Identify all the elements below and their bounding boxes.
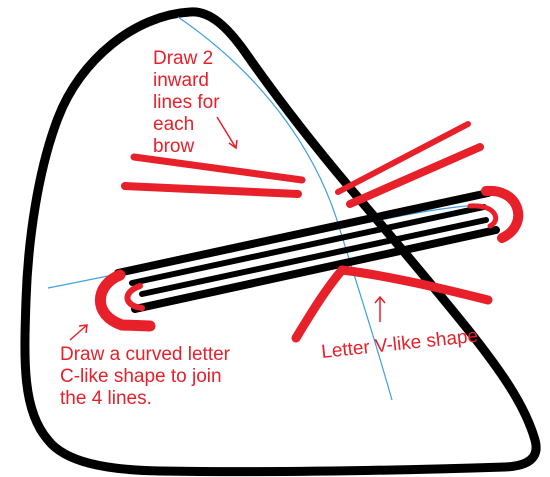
c-shape-note-line-1: Draw a curved letter [60, 344, 231, 365]
left-brow-line-top [130, 153, 306, 184]
visor-line-4 [131, 226, 500, 313]
c-shape-note-line-2: C-like shape to join [60, 366, 222, 387]
visor-lines [114, 189, 500, 313]
left-c-shape-inner [124, 283, 145, 311]
brow-note-line-3: lines for [153, 92, 220, 113]
visor-line-2 [129, 204, 487, 286]
v-shape-note: Letter V-like shape [320, 326, 479, 363]
left-brow [121, 153, 306, 198]
right-brow [335, 121, 484, 208]
left-c-shape-outer [94, 269, 156, 332]
brow-note-line-5: brow [153, 136, 194, 157]
visor-line-1 [114, 189, 492, 277]
right-c-shape-inner [467, 203, 499, 229]
brow-note-line-2: inward [153, 70, 209, 91]
right-brow-line-bottom [346, 143, 484, 208]
visor-line-3 [139, 217, 489, 297]
brow-note-line-4: each [153, 114, 194, 135]
brow-note: Draw 2 inward lines for each brow [153, 48, 225, 157]
brow-note-line-1: Draw 2 [153, 48, 213, 69]
c-shape-note-line-3: the 4 lines. [60, 388, 152, 409]
c-shape-arrow-icon [69, 324, 88, 341]
v-shape-arrow-icon [374, 295, 386, 322]
right-brow-line-top [335, 121, 471, 195]
head-outline [20, 7, 541, 477]
right-c-shape-outer [481, 185, 524, 243]
brow-arrow-icon [216, 116, 238, 150]
v-like-shape [291, 265, 493, 343]
left-brow-line-bottom [121, 182, 302, 198]
c-shape-note: Draw a curved letter C-like shape to joi… [60, 344, 235, 409]
